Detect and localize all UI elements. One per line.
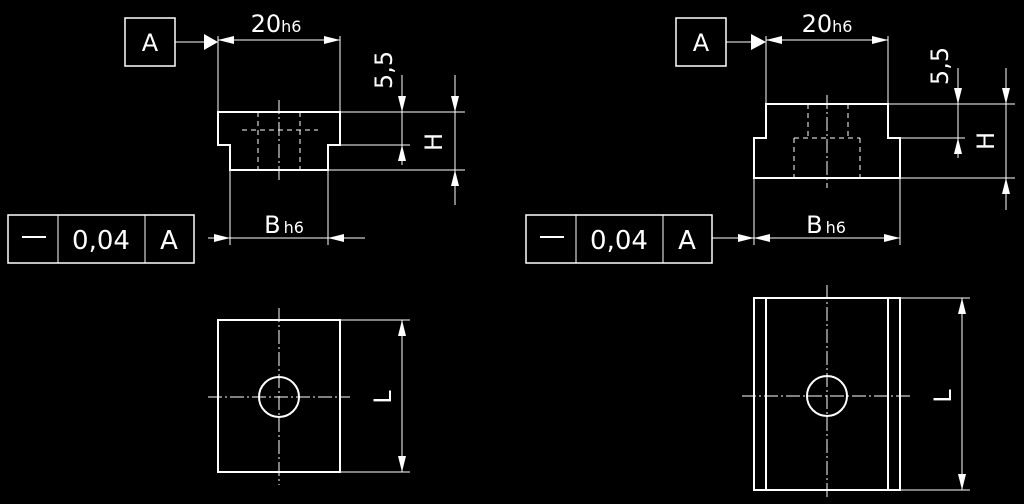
dim-width-left: 20h6 [217, 10, 341, 112]
fcf-tolerance-right: 0,04 [590, 226, 648, 256]
right-view: A 20h6 5,5 H [525, 10, 1015, 500]
datum-label-left: A [142, 29, 159, 57]
feature-control-frame-right: 0,04 A [525, 214, 713, 264]
top-view-left: L [208, 308, 410, 485]
dim-height-label-left: H [420, 133, 448, 151]
left-view: A 20h6 5,5 [7, 10, 465, 485]
datum-box-left: A [124, 17, 218, 67]
front-view-right [753, 94, 901, 189]
dim-heights-right: 5,5 H [888, 47, 1015, 210]
dim-height-label-right: H [972, 132, 1000, 150]
datum-label-right: A [693, 29, 710, 57]
feature-control-frame-left: 0,04 A [7, 214, 195, 264]
top-view-right: L [742, 285, 970, 500]
datum-box-right: A [675, 17, 766, 67]
fcf-datum-right: A [678, 226, 696, 256]
dim-width-label-right: 20h6 [802, 10, 853, 38]
fcf-tolerance-left: 0,04 [72, 226, 130, 256]
dim-heights-left: 5,5 H [328, 51, 465, 205]
dim-length-label-right: L [929, 389, 957, 403]
dim-top-height-label-left: 5,5 [370, 51, 398, 89]
dim-top-height-label-right: 5,5 [926, 47, 954, 85]
dim-length-label-left: L [369, 390, 397, 404]
fcf-datum-left: A [160, 226, 178, 256]
front-view-left [217, 99, 341, 181]
dim-width-label-left: 20h6 [251, 10, 302, 38]
dim-width-right: 20h6 [765, 10, 889, 104]
